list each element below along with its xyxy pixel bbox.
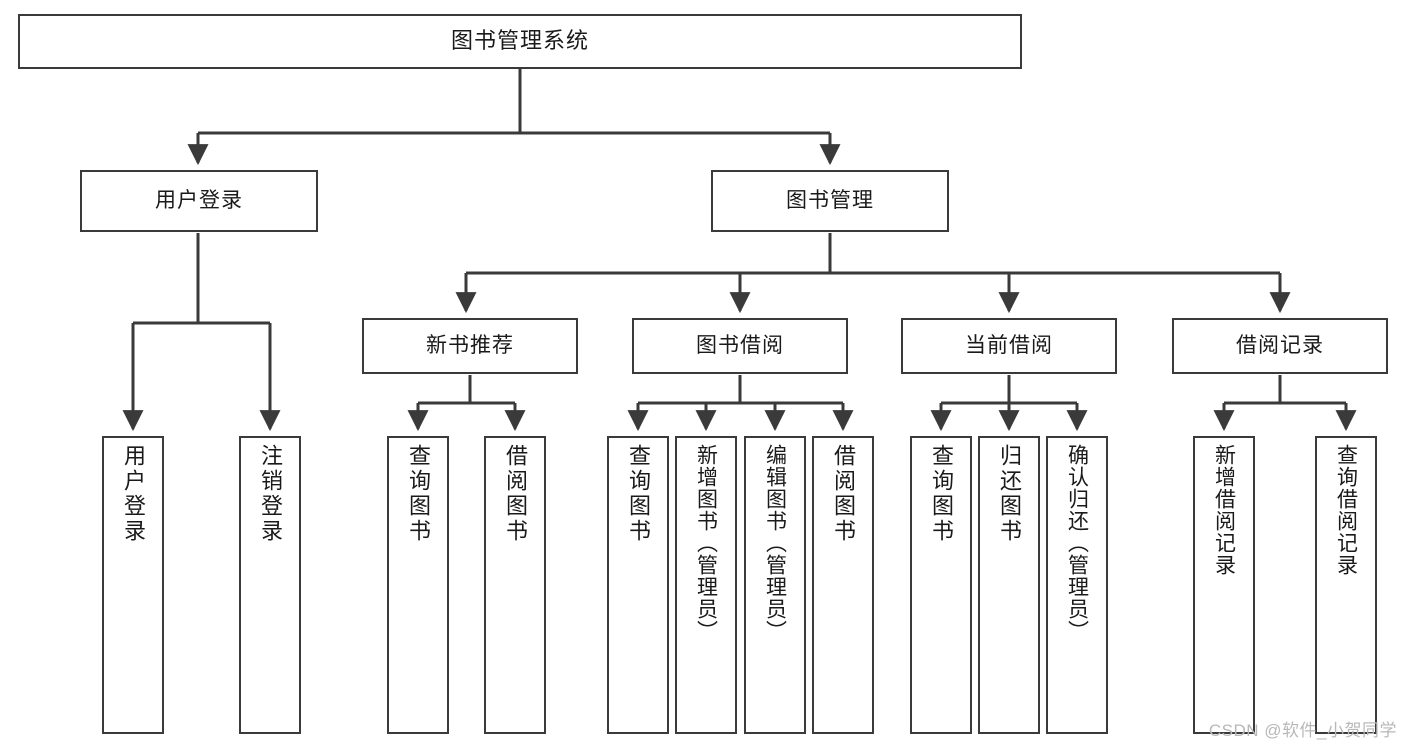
watermark-text: CSDN @软件_小贺同学 bbox=[1208, 721, 1397, 740]
node-root-system-label: 图书管理系统 bbox=[450, 28, 589, 54]
leaf-user-login-logout-label: 注销登录 bbox=[258, 444, 283, 544]
leaf-current-query-book-label: 查询图书 bbox=[929, 444, 954, 544]
leaf-borrow-borrow-book[interactable]: 借阅图书 bbox=[812, 436, 874, 734]
leaf-current-query-book[interactable]: 查询图书 bbox=[910, 436, 972, 734]
leaf-new-book-query[interactable]: 查询图书 bbox=[387, 436, 449, 734]
leaf-new-book-query-label: 查询图书 bbox=[406, 444, 431, 544]
leaf-current-confirm-return-label: 确认归还（管理员） bbox=[1065, 444, 1089, 642]
node-current-borrow[interactable]: 当前借阅 bbox=[901, 318, 1117, 374]
leaf-borrow-borrow-book-label: 借阅图书 bbox=[831, 444, 856, 544]
leaf-record-query-record[interactable]: 查询借阅记录 bbox=[1315, 436, 1377, 734]
leaf-borrow-edit-book[interactable]: 编辑图书（管理员） bbox=[744, 436, 806, 734]
leaf-borrow-edit-book-label: 编辑图书（管理员） bbox=[763, 444, 787, 642]
leaf-current-return-book-label: 归还图书 bbox=[997, 444, 1022, 544]
leaf-borrow-add-book-label: 新增图书（管理员） bbox=[694, 444, 718, 642]
leaf-user-login-logout[interactable]: 注销登录 bbox=[239, 436, 301, 734]
node-book-borrow[interactable]: 图书借阅 bbox=[632, 318, 848, 374]
leaf-record-add-record-label: 新增借阅记录 bbox=[1212, 444, 1236, 576]
node-current-borrow-label: 当前借阅 bbox=[965, 334, 1053, 358]
node-borrow-record[interactable]: 借阅记录 bbox=[1172, 318, 1388, 374]
node-user-login-label: 用户登录 bbox=[155, 189, 243, 213]
node-book-management-label: 图书管理 bbox=[786, 189, 874, 213]
leaf-new-book-borrow-label: 借阅图书 bbox=[503, 444, 528, 544]
node-new-book-recommend-label: 新书推荐 bbox=[426, 334, 514, 358]
leaf-current-return-book[interactable]: 归还图书 bbox=[978, 436, 1040, 734]
node-new-book-recommend[interactable]: 新书推荐 bbox=[362, 318, 578, 374]
node-borrow-record-label: 借阅记录 bbox=[1236, 334, 1324, 358]
node-book-borrow-label: 图书借阅 bbox=[696, 334, 784, 358]
node-user-login[interactable]: 用户登录 bbox=[80, 170, 318, 232]
leaf-borrow-query-book-label: 查询图书 bbox=[626, 444, 651, 544]
leaf-record-query-record-label: 查询借阅记录 bbox=[1334, 444, 1358, 576]
leaf-new-book-borrow[interactable]: 借阅图书 bbox=[484, 436, 546, 734]
leaf-borrow-add-book[interactable]: 新增图书（管理员） bbox=[675, 436, 737, 734]
node-book-management[interactable]: 图书管理 bbox=[711, 170, 949, 232]
leaf-record-add-record[interactable]: 新增借阅记录 bbox=[1193, 436, 1255, 734]
leaf-user-login-login[interactable]: 用户登录 bbox=[102, 436, 164, 734]
leaf-current-confirm-return[interactable]: 确认归还（管理员） bbox=[1046, 436, 1108, 734]
node-root-system[interactable]: 图书管理系统 bbox=[18, 14, 1022, 69]
leaf-user-login-login-label: 用户登录 bbox=[121, 444, 146, 544]
leaf-borrow-query-book[interactable]: 查询图书 bbox=[607, 436, 669, 734]
